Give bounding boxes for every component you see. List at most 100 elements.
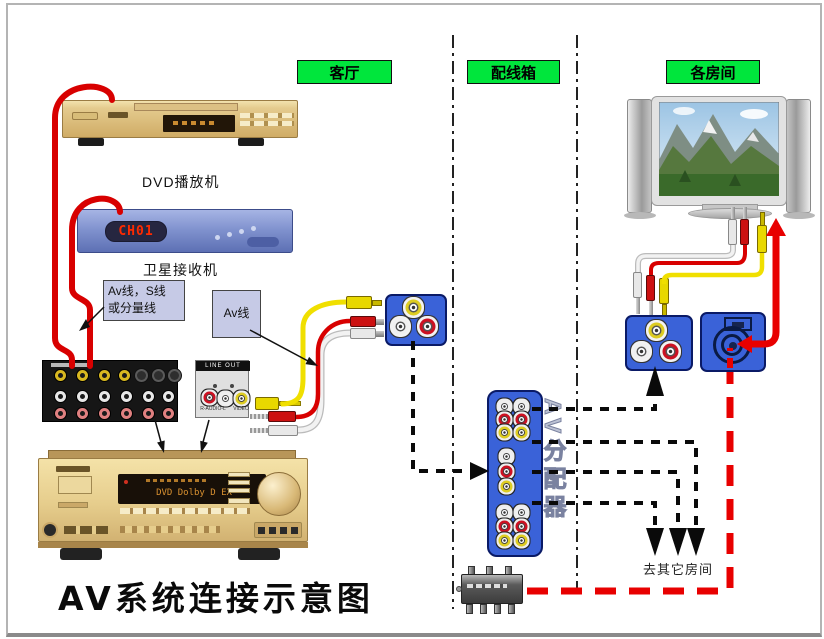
satellite-button-3 [239, 229, 244, 234]
dist-jack-t-r1 [502, 417, 507, 422]
living-plate-jack-red [424, 323, 431, 330]
to-other-rooms-label: 去其它房间 [643, 562, 714, 577]
rear-jack-white-3 [102, 394, 107, 399]
tv-speaker-left [627, 99, 652, 213]
splitter-port-bottom-2 [480, 604, 487, 614]
living-plate-jack-yellow [410, 304, 417, 311]
line-out-header: LINE OUT [196, 361, 250, 371]
coax-connector-center [729, 342, 737, 350]
rooms-av-wall-plate [625, 315, 693, 371]
diagram-title: AV系统连接示意图 [58, 579, 374, 618]
zone-label-rooms: 各房间 [666, 60, 760, 84]
amp-brand-badge [56, 466, 90, 472]
amp-btn-col-4 [228, 498, 250, 504]
tv [620, 93, 816, 221]
dist-jack-b-w2 [519, 510, 524, 515]
tv-plug-red-body [740, 219, 749, 245]
rooms-plug-red-tip [649, 301, 653, 315]
dist-jack-b-y1 [502, 538, 507, 543]
dist-jack-t-y2 [519, 430, 524, 435]
tv-plug-yellow-tip [760, 212, 765, 226]
amp-btn-col-1 [228, 472, 250, 477]
satellite-button-1 [215, 235, 220, 240]
amp-small-knobs-row [120, 526, 220, 533]
line-out-panel: LINE OUT R-AUDIO-L VIDEO [195, 360, 250, 418]
dist-jack-t-w1 [502, 404, 507, 409]
tv-speaker-right-foot [783, 212, 815, 219]
satellite-display-text: CH01 [118, 224, 154, 239]
satellite-display: CH01 [105, 221, 167, 242]
rear-jack-yellow-3 [102, 373, 107, 378]
amp-format-logos [64, 526, 108, 534]
tv-speaker-left-foot [624, 212, 656, 219]
splitter-body [461, 574, 523, 604]
rca-plug-yellow-b-body [255, 397, 279, 410]
line-out-title-text: LINE OUT [205, 363, 241, 369]
splitter-label-text [467, 584, 507, 588]
rear-svideo-3 [170, 371, 179, 380]
amp-volume-knob [257, 472, 301, 516]
rooms-plug-white-tip [636, 298, 640, 314]
line-out-jack-red [207, 395, 212, 400]
satellite-button-2 [227, 232, 232, 237]
tv-plug-red-tip [743, 207, 747, 221]
rear-svideo-1 [137, 371, 146, 380]
rca-plug-yellow-a-tip [372, 300, 382, 306]
line-out-jack-yellow [239, 396, 244, 401]
line-out-screw-1 [213, 384, 217, 388]
rear-jack-red-1 [58, 411, 63, 416]
splitter-port-bottom-4 [508, 604, 515, 614]
amp-foot-right [238, 548, 280, 560]
rear-jack-white-4 [124, 394, 129, 399]
dist-jack-b-r2 [519, 524, 524, 529]
splitter-tab [456, 586, 462, 592]
rca-plug-yellow-a-body [346, 296, 372, 309]
cable-note-line2: 或分量线 [108, 301, 157, 316]
rca-plug-white-b-tip [250, 428, 268, 433]
rear-panel-label-strip [51, 363, 91, 367]
dist-jack-m-r [504, 469, 509, 474]
line-out-jack-white [223, 396, 228, 401]
dvd-eject-button [72, 112, 98, 120]
rooms-plug-white-body [633, 272, 642, 298]
satellite-receiver-label: 卫星接收机 [143, 262, 218, 278]
amplifier-rear-panel [42, 360, 179, 422]
rooms-plug-red-body [646, 275, 655, 301]
coax-plate-window-inner [732, 322, 744, 328]
dist-jack-b-w1 [502, 510, 507, 515]
rooms-plate-jack-yellow [653, 327, 660, 334]
rf-splitter [454, 564, 526, 616]
satellite-receiver: CH01 [77, 209, 293, 253]
line-out-right-label: VIDEO [233, 406, 249, 412]
rear-jack-red-6 [166, 411, 171, 416]
dvd-foot-left [78, 138, 104, 146]
rca-plug-red-b-body [268, 411, 296, 422]
zone-label-wiring-box: 配线箱 [467, 60, 560, 84]
amp-av-input-jacks [258, 527, 298, 534]
cable-note-line1: Av线，S线 [108, 284, 166, 298]
distributor-label: AV分配器 [540, 398, 567, 523]
amp-display-dot [124, 480, 128, 484]
tv-plug-white-tip [731, 207, 735, 221]
amp-btn-col-2 [228, 480, 250, 485]
splitter-port-bottom-1 [466, 604, 473, 614]
dist-jack-t-y1 [502, 430, 507, 435]
page-border [6, 3, 822, 637]
amp-foot-left [60, 548, 102, 560]
rear-jack-white-6 [166, 394, 171, 399]
dist-jack-t-r2 [519, 417, 524, 422]
av-amplifier: DVD Dolby D EX [36, 446, 310, 562]
rear-jack-red-2 [80, 411, 85, 416]
satellite-button-4 [251, 226, 256, 231]
rear-jack-white-2 [80, 394, 85, 399]
amp-display-top-segments [146, 479, 206, 482]
dvd-buttons-row2 [240, 121, 294, 126]
tv-plug-white-body [728, 219, 737, 245]
zone-label-living-room: 客厅 [297, 60, 392, 84]
rear-jack-yellow-2 [80, 373, 85, 378]
amp-headphone-jack [44, 524, 56, 536]
rear-jack-red-5 [146, 411, 151, 416]
rca-plug-white-a-tip [376, 331, 384, 337]
cable-note-box: Av线，S线 或分量线 [103, 280, 185, 321]
rooms-plate-jack-white [638, 348, 645, 355]
